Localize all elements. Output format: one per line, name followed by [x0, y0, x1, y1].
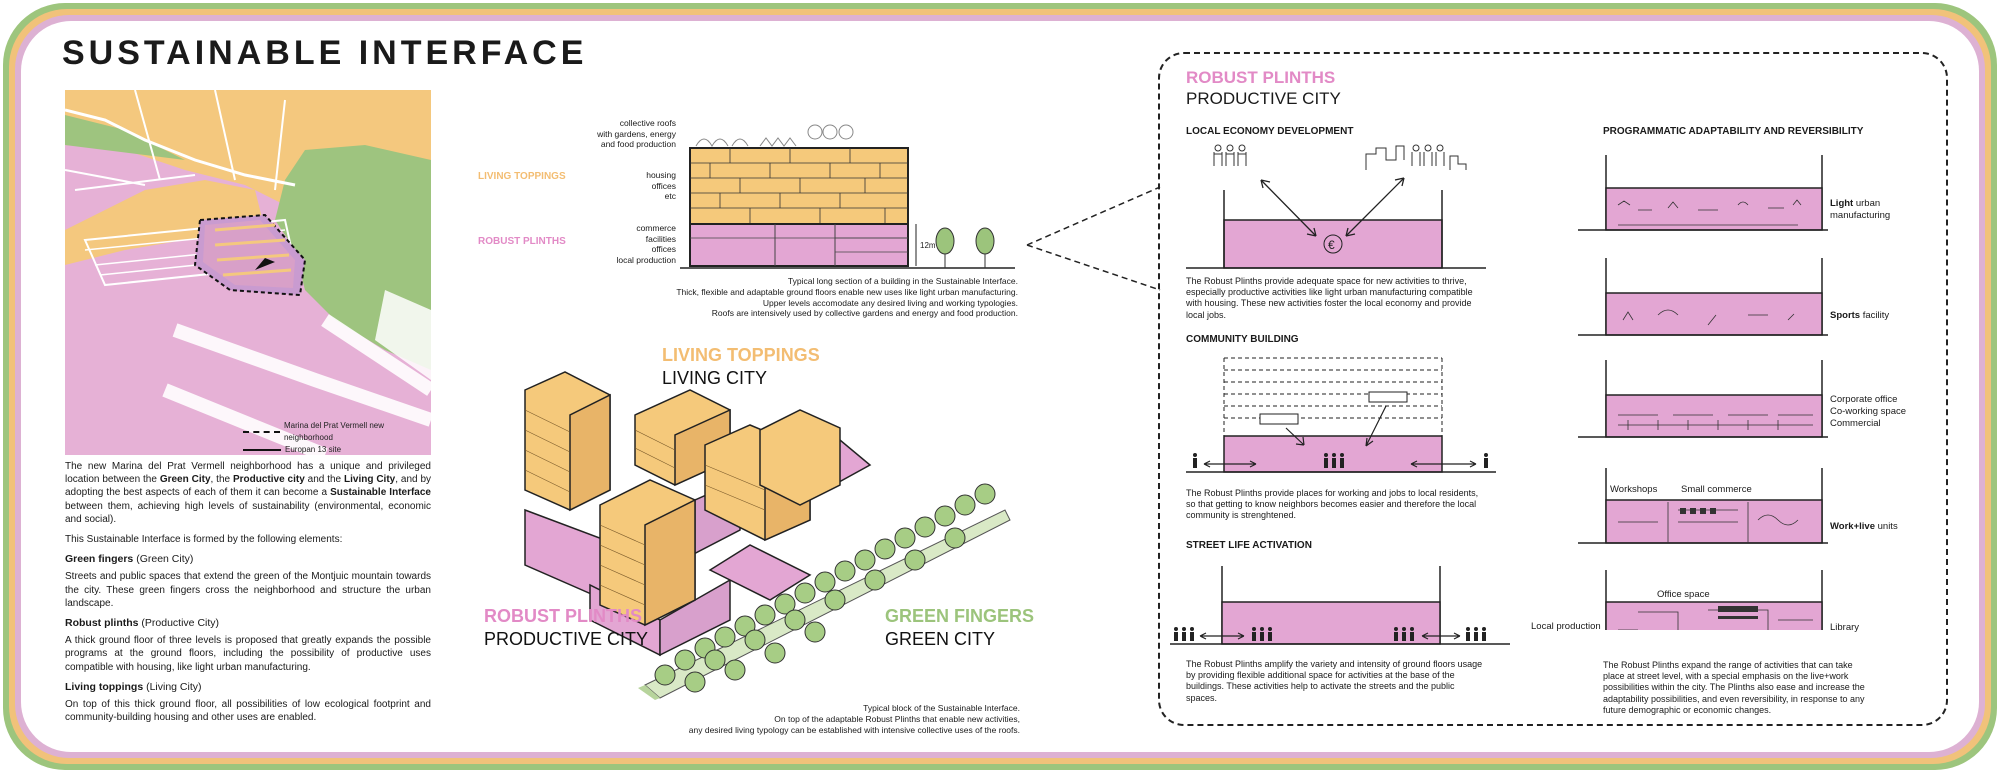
page-title: SUSTAINABLE INTERFACE — [62, 34, 588, 72]
local-economy-heading: LOCAL ECONOMY DEVELOPMENT — [1186, 126, 1354, 137]
community-building-heading: COMMUNITY BUILDING — [1186, 334, 1299, 345]
small-commerce-label: Small commerce — [1681, 484, 1752, 495]
axo-living-city: LIVING CITY — [662, 368, 768, 388]
street-life-diagram — [1170, 566, 1510, 645]
site-map: Marina del Prat Vermell new neighborhood… — [65, 90, 431, 455]
section-robust-plinths-label: ROBUST PLINTHS — [478, 236, 566, 247]
section-living-toppings-label: LIVING TOPPINGS — [478, 171, 566, 182]
connector-lines — [1026, 186, 1161, 291]
green-fingers-heading: Green fingers (Green City) — [65, 553, 194, 566]
legend-new-neighborhood: Marina del Prat Vermell new neighborhood — [283, 421, 384, 442]
axo-living-toppings-title: LIVING TOPPINGS — [662, 345, 820, 365]
axo-green-fingers-title: GREEN FINGERS — [885, 606, 1035, 626]
panel-title: ROBUST PLINTHS — [1186, 68, 1336, 87]
axo-robust-plinths-title: ROBUST PLINTHS — [484, 606, 643, 626]
long-section-drawing: 12m — [680, 124, 1015, 269]
map-graphic — [65, 90, 431, 455]
axonometric-block — [524, 371, 1011, 700]
section-caption: Typical long section of a building in th… — [676, 276, 1018, 319]
local-economy-text: The Robust Plinths provide adequate spac… — [1186, 276, 1473, 320]
dashed-line-icon — [243, 431, 280, 433]
street-life-heading: STREET LIFE ACTIVATION — [1186, 540, 1312, 551]
living-toppings-heading: Living toppings (Living City) — [65, 680, 202, 693]
programmatic-diagrams — [1578, 155, 1828, 630]
axo-caption: Typical block of the Sustainable Interfa… — [688, 703, 1020, 735]
intro-paragraph: The new Marina del Prat Vermell neighbor… — [65, 461, 432, 525]
green-fingers-text: Streets and public spaces that extend th… — [65, 571, 431, 609]
intro-elements: This Sustainable Interface is formed by … — [65, 534, 343, 546]
workshops-label: Workshops — [1610, 484, 1658, 495]
intro-text: The new Marina del Prat Vermell neighbor… — [65, 460, 431, 731]
sports-facility-label: Sports facility — [1830, 310, 1890, 321]
office-space-label: Office space — [1657, 589, 1710, 600]
living-toppings-text: On top of this thick ground floor, all p… — [65, 699, 431, 724]
solid-line-icon — [243, 449, 281, 451]
axo-green-city: GREEN CITY — [885, 629, 996, 649]
height-label: 12m — [920, 241, 936, 250]
robust-plinths-text: A thick ground floor of three levels is … — [65, 635, 431, 673]
local-economy-diagram: € — [1186, 144, 1486, 269]
programmatic-text: The Robust Plinths expand the range of a… — [1603, 660, 1865, 715]
local-production-label: Local production — [1531, 621, 1601, 632]
map-legend: Marina del Prat Vermell new neighborhood… — [243, 420, 431, 455]
robust-plinths-heading: Robust plinths (Productive City) — [65, 617, 220, 630]
community-building-text: The Robust Plinths provide places for wo… — [1186, 488, 1479, 521]
programmatic-heading: PROGRAMMATIC ADAPTABILITY AND REVERSIBIL… — [1603, 126, 1864, 137]
robust-plinths-panel — [1158, 52, 1948, 726]
panel-subtitle: PRODUCTIVE CITY — [1186, 89, 1341, 108]
work-live-label: Work+live units — [1830, 521, 1898, 532]
library-label: Library — [1830, 622, 1860, 633]
legend-europan-site: Europan 13 site — [285, 445, 342, 454]
community-building-diagram — [1186, 357, 1496, 473]
euro-icon: € — [1328, 238, 1335, 252]
street-life-text: The Robust Plinths amplify the variety a… — [1186, 659, 1483, 703]
axo-productive-city: PRODUCTIVE CITY — [484, 629, 649, 649]
